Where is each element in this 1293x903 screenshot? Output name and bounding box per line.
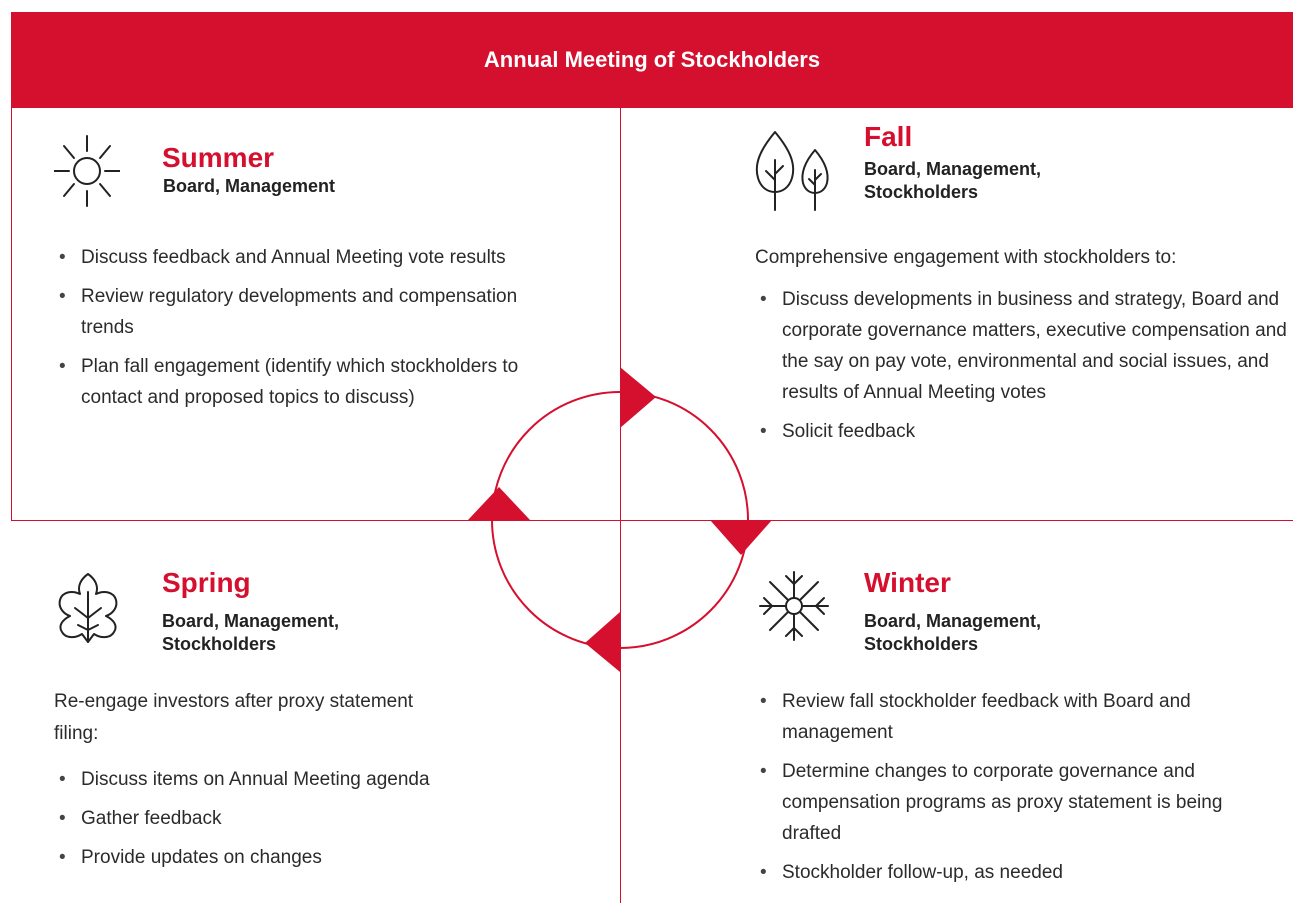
list-item: Plan fall engagement (identify which sto… xyxy=(54,351,524,413)
trees-icon xyxy=(755,131,829,211)
fall-bullet-list: Discuss developments in business and str… xyxy=(755,284,1290,455)
list-item: Provide updates on changes xyxy=(54,842,454,873)
horizontal-divider xyxy=(11,520,1293,521)
list-item: Discuss items on Annual Meeting agenda xyxy=(54,764,454,795)
list-item: Review fall stockholder feedback with Bo… xyxy=(755,686,1285,748)
cycle-arrow-winter xyxy=(710,520,772,555)
participants-summer: Board, Management xyxy=(163,176,336,196)
cycle-circle xyxy=(491,391,749,649)
snowflake-icon xyxy=(759,571,829,641)
spring-bullet-list: Discuss items on Annual Meeting agenda G… xyxy=(54,764,454,881)
cycle-arrow-fall xyxy=(620,367,656,428)
cycle-arrow-summer xyxy=(468,487,530,520)
season-winter: Winter xyxy=(864,567,951,598)
cycle-arrow-spring xyxy=(585,612,620,672)
list-item: Review regulatory developments and compe… xyxy=(54,281,524,343)
left-border-line xyxy=(11,108,12,520)
list-item: Discuss developments in business and str… xyxy=(755,284,1290,408)
season-fall: Fall xyxy=(864,121,913,152)
list-item: Solicit feedback xyxy=(755,416,1290,447)
list-item: Stockholder follow-up, as needed xyxy=(755,857,1285,888)
participants-fall: Board, Management, Stockholders xyxy=(864,159,1042,202)
leaf-icon xyxy=(58,573,118,643)
list-item: Determine changes to corporate governanc… xyxy=(755,756,1285,849)
winter-bullet-list: Review fall stockholder feedback with Bo… xyxy=(755,686,1285,896)
vertical-divider xyxy=(620,108,621,903)
participants-winter: Board, Management, Stockholders xyxy=(864,611,1042,654)
summer-bullet-list: Discuss feedback and Annual Meeting vote… xyxy=(54,242,524,421)
fall-intro: Comprehensive engagement with stockholde… xyxy=(755,247,1177,268)
sun-icon xyxy=(54,135,120,207)
spring-intro: Re-engage investors after proxy statemen… xyxy=(54,691,414,744)
list-item: Gather feedback xyxy=(54,803,454,834)
header-banner: Annual Meeting of Stockholders xyxy=(11,12,1293,108)
list-item: Discuss feedback and Annual Meeting vote… xyxy=(54,242,524,273)
season-spring: Spring xyxy=(162,567,251,598)
participants-spring: Board, Management, Stockholders xyxy=(162,611,340,654)
page-title: Annual Meeting of Stockholders xyxy=(483,47,821,72)
season-summer: Summer xyxy=(162,142,275,173)
